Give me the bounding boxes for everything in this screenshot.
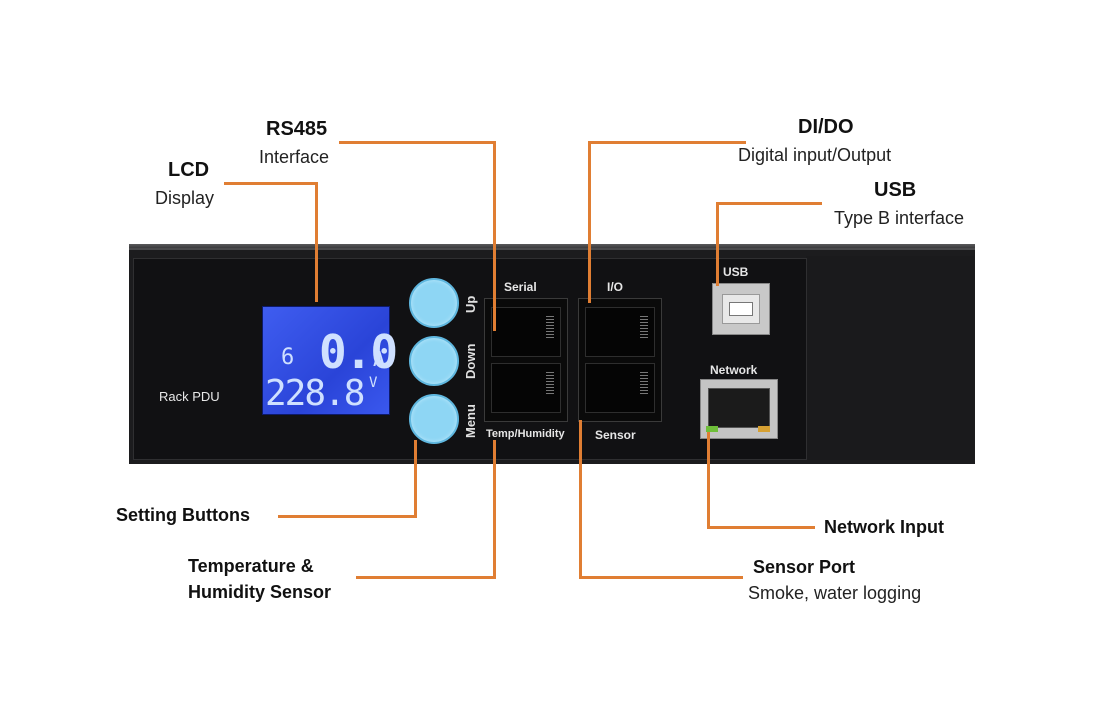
down-button-label: Down xyxy=(463,343,478,379)
usb-leader-line-v xyxy=(716,202,719,286)
lcd-leader-line-v xyxy=(315,182,318,302)
lcd-voltage-unit: V xyxy=(369,375,378,391)
dido-leader-line-v xyxy=(588,141,591,303)
temp-humidity-rj45-port[interactable] xyxy=(491,363,561,413)
usb-leader-line xyxy=(716,202,822,205)
lcd-current: 0.0 xyxy=(319,325,398,379)
lcd-current-unit: A xyxy=(373,347,386,371)
sensor-leader-line-v xyxy=(579,420,582,579)
serial-rj45-port[interactable] xyxy=(491,307,561,357)
lcd-title: LCD xyxy=(168,159,210,181)
setting-buttons-title: Setting Buttons xyxy=(116,505,250,525)
buttons-leader-line-v xyxy=(414,440,417,518)
rs485-leader-line-v xyxy=(493,141,496,331)
usb-port-label: USB xyxy=(723,265,749,279)
chassis-top-edge xyxy=(129,244,975,250)
dido-leader-line xyxy=(588,141,746,144)
menu-button-label: Menu xyxy=(463,404,478,438)
menu-button[interactable] xyxy=(409,394,459,444)
chassis-side xyxy=(806,256,974,460)
sensor-port-title: Sensor Port xyxy=(753,557,856,577)
temp-leader-line-v xyxy=(493,440,496,579)
io-port-label: I/O xyxy=(607,280,624,294)
rs485-subtitle: Interface xyxy=(259,147,330,167)
lcd-channel: 6 xyxy=(281,345,295,370)
temp-humidity-title-line2: Humidity Sensor xyxy=(188,582,332,602)
device-label: Rack PDU xyxy=(159,389,220,404)
temp-humidity-title-line1: Temperature & xyxy=(188,556,314,576)
buttons-leader-line xyxy=(278,515,417,518)
network-link-led xyxy=(706,426,718,432)
usb-subtitle: Type B interface xyxy=(834,208,965,228)
sensor-port-subtitle: Smoke, water logging xyxy=(748,583,922,603)
dido-subtitle: Digital input/Output xyxy=(738,145,892,165)
usb-port-core xyxy=(729,302,753,316)
down-button[interactable] xyxy=(409,336,459,386)
up-button-label: Up xyxy=(463,295,478,313)
lcd-leader-line xyxy=(224,182,318,185)
temp-leader-line xyxy=(356,576,496,579)
io-rj45-port[interactable] xyxy=(585,307,655,357)
serial-port-block xyxy=(484,298,568,422)
dido-title: DI/DO xyxy=(798,116,854,138)
network-port-socket xyxy=(708,388,770,428)
lcd-subtitle: Display xyxy=(155,188,215,208)
temp-humidity-port-label: Temp/Humidity xyxy=(486,428,565,440)
lcd-voltage: 228.8 xyxy=(265,373,365,414)
io-port-block xyxy=(578,298,662,422)
sensor-port-label: Sensor xyxy=(595,428,636,442)
up-button[interactable] xyxy=(409,278,459,328)
sensor-rj45-port[interactable] xyxy=(585,363,655,413)
network-leader-line xyxy=(707,526,815,529)
sensor-leader-line xyxy=(579,576,743,579)
network-port-label: Network xyxy=(710,363,758,377)
usb-title: USB xyxy=(874,179,917,201)
network-activity-led xyxy=(758,426,770,432)
serial-port-label: Serial xyxy=(504,280,537,294)
rs485-title: RS485 xyxy=(266,118,328,140)
network-input-title: Network Input xyxy=(824,517,944,537)
network-leader-line-v xyxy=(707,432,710,529)
pdu-front-panel xyxy=(133,258,807,460)
rs485-leader-line xyxy=(339,141,496,144)
lcd-display: 6 0.0 A 228.8 V xyxy=(262,306,398,415)
